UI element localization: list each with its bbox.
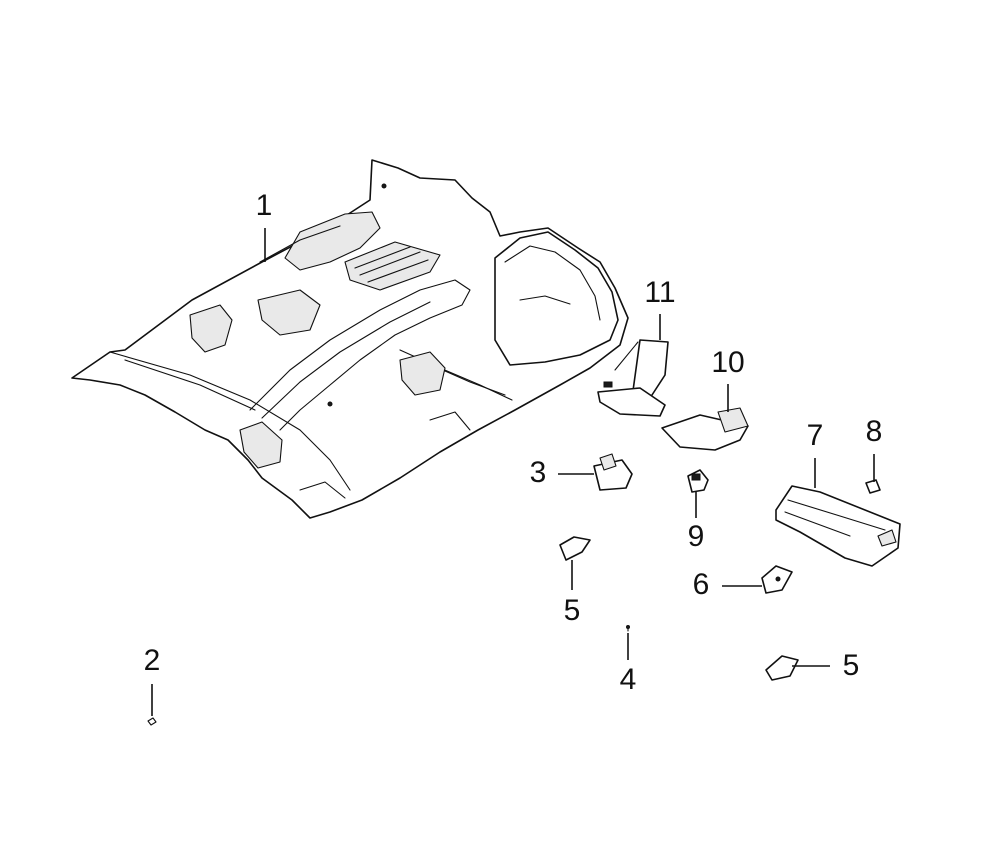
floor-carpet-part: [71, 159, 629, 519]
heel-pad-part: [597, 339, 669, 417]
callout-3: 3: [530, 456, 547, 489]
callout-4: 4: [620, 663, 637, 696]
fastener-part: [687, 469, 709, 493]
callout-5-left: 5: [564, 594, 581, 627]
callout-11: 11: [644, 276, 675, 309]
callout-2: 2: [144, 644, 161, 677]
callout-5-right: 5: [843, 649, 860, 682]
callout-1: 1: [256, 189, 273, 222]
foot-rest-part: [661, 407, 749, 451]
pad-left-part: [559, 536, 591, 561]
clip-part: [147, 717, 157, 726]
callout-9: 9: [688, 520, 705, 553]
pad-right-part: [765, 655, 799, 681]
bracket-part: [593, 453, 633, 491]
callout-6: 6: [693, 568, 710, 601]
plate-part: [761, 565, 793, 594]
pin-part: [626, 625, 630, 632]
trunk-mat-part: [775, 485, 901, 567]
callout-8: 8: [866, 415, 883, 448]
small-clip-part: [865, 479, 881, 494]
callout-10: 10: [711, 346, 744, 379]
callout-7: 7: [807, 419, 824, 452]
